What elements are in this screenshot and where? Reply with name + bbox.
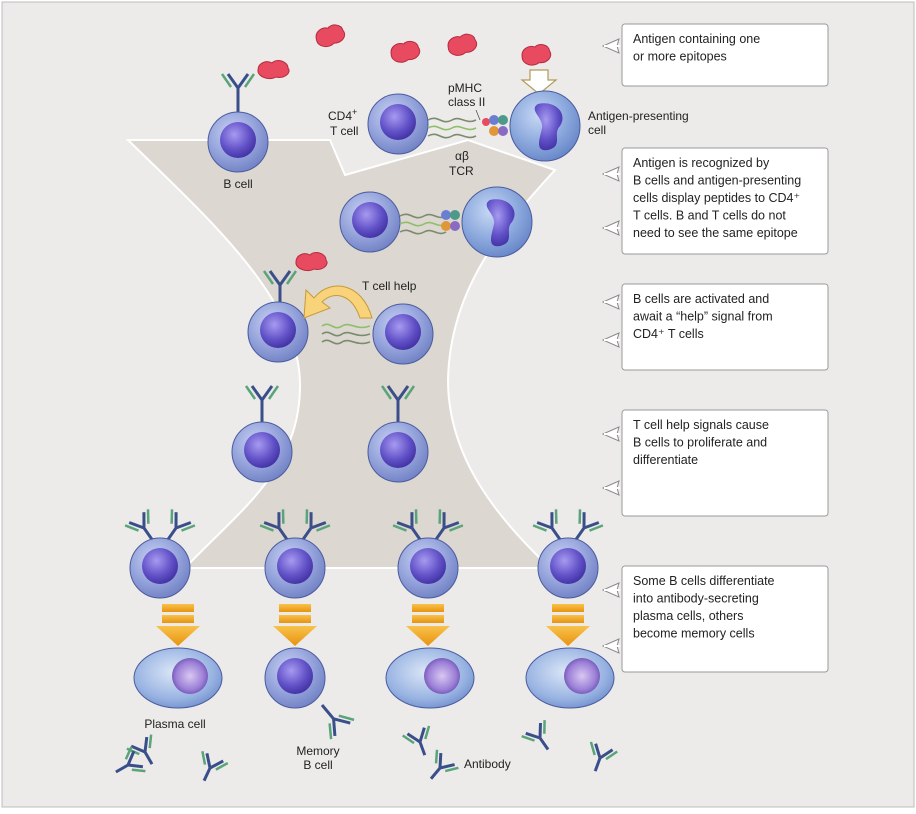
tcr-complex-icon [399, 213, 447, 235]
memory-b-cell [264, 647, 355, 740]
note-text-line: B cells are activated and [633, 292, 769, 306]
antibody-icon [402, 725, 431, 756]
b-cell-differentiating [124, 509, 196, 599]
antibody-icon [429, 749, 459, 780]
note-box: T cell help signals cause B cells to prol… [601, 409, 829, 517]
plasma-cell-label: Plasma cell [144, 717, 205, 731]
note-box: B cells are activated and await a “help” … [601, 283, 829, 371]
antigen-presenting-cell-second [461, 186, 533, 258]
note-text-line: B cells to proliferate and [633, 436, 767, 450]
down-arrow-icon [273, 604, 317, 646]
plasma-cell-2 [385, 647, 475, 709]
antibody-icon [521, 720, 550, 751]
receptor-icon [300, 509, 331, 542]
uptake-arrow-icon [520, 69, 558, 95]
apc-label-line2: cell [588, 123, 606, 137]
t-cell-help-arrow-icon [303, 285, 373, 319]
note-text-line: Some B cells differentiate [633, 574, 775, 588]
note-box: Antigen is recognized by B cells and anti… [601, 147, 829, 255]
antigen-presenting-cell-top [509, 90, 581, 162]
note-text-line: into antibody-secreting [633, 592, 759, 606]
cd4-t-cell-helper [372, 303, 434, 365]
memory-label-line1: Memory [296, 744, 339, 758]
tcr-label: TCR [449, 164, 474, 178]
pmhc-beads-icon [441, 210, 460, 231]
free-antibodies [115, 720, 618, 782]
antibody-icon [115, 746, 146, 774]
note-text-line: B cells and antigen-presenting [633, 174, 801, 188]
note-box: Some B cells differentiate into antibody-… [601, 565, 829, 673]
b-cell-differentiating [392, 509, 464, 599]
note-text-line: cells display peptides to CD4⁺ [633, 191, 800, 205]
b-cell-proliferating-right [367, 385, 429, 483]
note-text-line: plasma cells, others [633, 609, 743, 623]
differentiation-arrows [156, 604, 590, 646]
down-arrow-icon [156, 604, 200, 646]
plasma-cell-1 [133, 647, 223, 709]
antibody-icon [589, 741, 618, 772]
down-arrow-icon [406, 604, 450, 646]
note-text-line: become memory cells [633, 627, 755, 641]
note-text-line: T cell help signals cause [633, 418, 769, 432]
down-arrow-icon [546, 604, 590, 646]
note-text-line: CD4⁺ T cells [633, 327, 704, 341]
alpha-beta-label: αβ [455, 149, 469, 163]
plasma-cell-3 [525, 647, 615, 709]
note-text-line: await a “help” signal from [633, 310, 773, 324]
b-cell-label: B cell [223, 177, 252, 191]
antibody-icon [201, 750, 229, 782]
b-cell-differentiating [532, 509, 604, 599]
pmhc-label: pMHC [448, 81, 482, 95]
note-text-line: differentiate [633, 453, 698, 467]
antigen-icon [521, 44, 552, 66]
memory-label-line2: B cell [303, 758, 332, 772]
b-cell-top [207, 60, 290, 173]
cd4-t-cell-top [367, 93, 429, 155]
antigen-icon [447, 33, 478, 56]
b-cell-activated [247, 252, 328, 363]
apc-label-line1: Antigen-presenting [588, 109, 689, 123]
note-text-line: or more epitopes [633, 50, 727, 64]
receptor-icon [573, 509, 604, 542]
antibody-label: Antibody [464, 757, 511, 771]
note-text-line: Antigen containing one [633, 32, 760, 46]
t-cell-help-label: T cell help [362, 279, 417, 293]
class-ii-label: class II [448, 95, 485, 109]
cd4-label: CD4+ [328, 107, 357, 123]
pmhc-beads-icon [482, 115, 508, 136]
t-cell-label: T cell [330, 124, 358, 138]
note-text-line: need to see the same epitope [633, 226, 798, 240]
b-cell-proliferating-left [231, 385, 293, 483]
antigen-icon [315, 24, 346, 48]
antigen-icon [390, 40, 421, 63]
tcr-complex-icon [427, 117, 477, 139]
b-cell-row-differentiating [124, 509, 604, 599]
note-text-line: Antigen is recognized by [633, 156, 770, 170]
tcr-complex-icon [321, 323, 371, 345]
note-text-line: T cells. B and T cells do not [633, 209, 786, 223]
note-box: Antigen containing one or more epitopes [601, 23, 829, 87]
b-cell-differentiating [259, 509, 331, 599]
cd4-t-cell-second [339, 191, 401, 253]
